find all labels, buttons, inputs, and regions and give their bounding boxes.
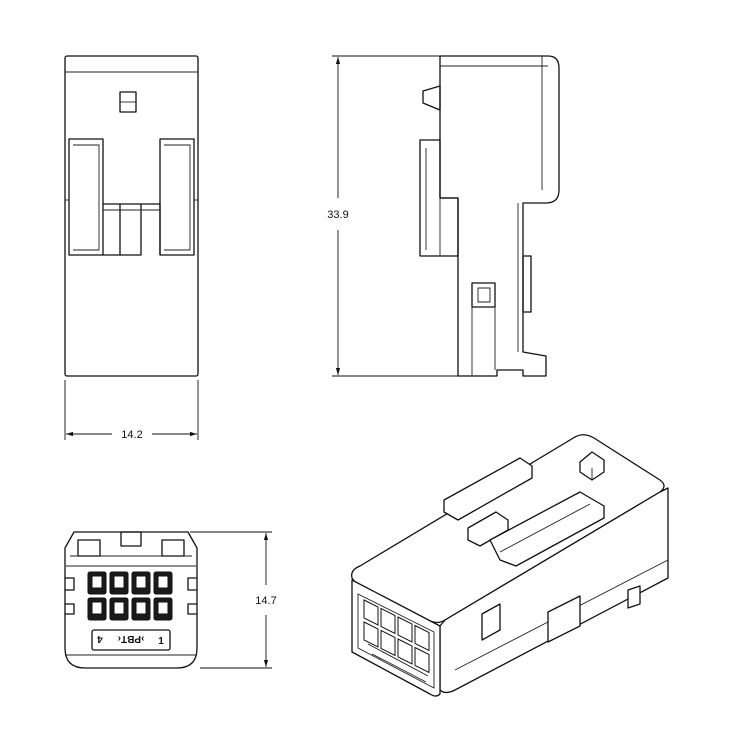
- iso-cavity: [380, 607, 396, 635]
- depth-dimension: 14.7: [190, 531, 277, 669]
- isometric-view: [351, 434, 669, 697]
- height-dimension: 33.9: [327, 55, 458, 377]
- cavity-terminal: [135, 575, 147, 589]
- height-label: 33.9: [327, 209, 348, 221]
- cavity-terminal: [157, 575, 169, 589]
- side-view: [419, 55, 560, 377]
- iso-cavity-grid: [363, 599, 430, 674]
- cavity-terminal: [113, 601, 125, 615]
- material-mark: ›PBT‹: [118, 633, 145, 644]
- iso-cavity: [414, 624, 430, 652]
- iso-cavity: [380, 629, 396, 657]
- iso-cavity: [363, 621, 379, 648]
- pin-four-mark: 4: [97, 633, 103, 644]
- face-view: 1 ›PBT‹ 4: [64, 531, 198, 669]
- iso-cavity: [363, 599, 379, 626]
- cavity-terminal: [91, 575, 103, 589]
- iso-cavity: [397, 616, 413, 643]
- iso-cavity: [414, 646, 430, 674]
- cavity-terminal: [135, 601, 147, 615]
- width-label: 14.2: [121, 429, 142, 441]
- cavity-terminal: [157, 601, 169, 615]
- pin-one-mark: 1: [158, 636, 164, 647]
- front-view: [64, 55, 199, 377]
- iso-cavity: [397, 638, 413, 665]
- cavity-grid: [87, 571, 173, 621]
- cavity-terminal: [113, 575, 125, 589]
- width-dimension: 14.2: [64, 380, 199, 441]
- cavity-terminal: [91, 601, 103, 615]
- depth-label: 14.7: [255, 595, 276, 607]
